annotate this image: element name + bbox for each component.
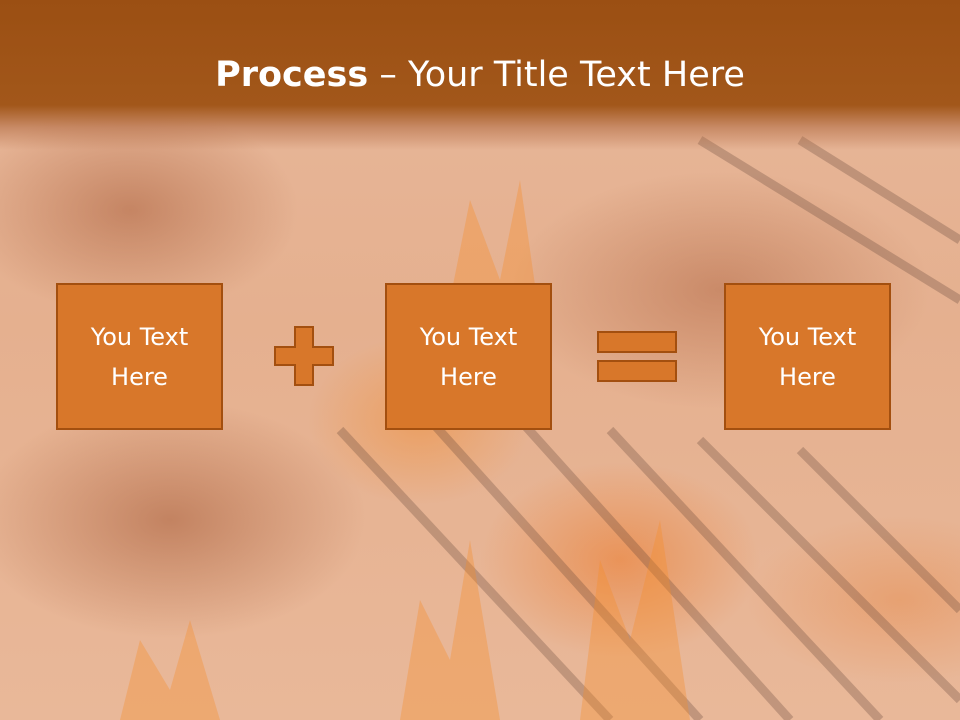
text-box-2-line2: Here <box>440 362 497 391</box>
text-box-2-content: You Text Here <box>420 317 518 397</box>
text-box-1[interactable]: You Text Here <box>56 283 223 430</box>
text-box-3-content: You Text Here <box>759 317 857 397</box>
text-box-3-line2: Here <box>779 362 836 391</box>
text-box-3-line1: You Text <box>758 322 857 351</box>
title-dash: – <box>379 55 397 95</box>
slide-title[interactable]: Process – Your Title Text Here <box>0 52 960 98</box>
text-box-2-line1: You Text <box>419 322 518 351</box>
text-box-1-content: You Text Here <box>91 317 189 397</box>
title-rest: Your Title Text Here <box>407 55 745 95</box>
text-box-3[interactable]: You Text Here <box>724 283 891 430</box>
text-box-2[interactable]: You Text Here <box>385 283 552 430</box>
equals-icon <box>597 331 677 382</box>
text-box-1-line1: You Text <box>90 322 189 351</box>
text-box-1-line2: Here <box>111 362 168 391</box>
plus-icon <box>274 326 334 386</box>
title-bar: Process – Your Title Text Here <box>0 0 960 150</box>
title-bold: Process <box>215 55 369 95</box>
